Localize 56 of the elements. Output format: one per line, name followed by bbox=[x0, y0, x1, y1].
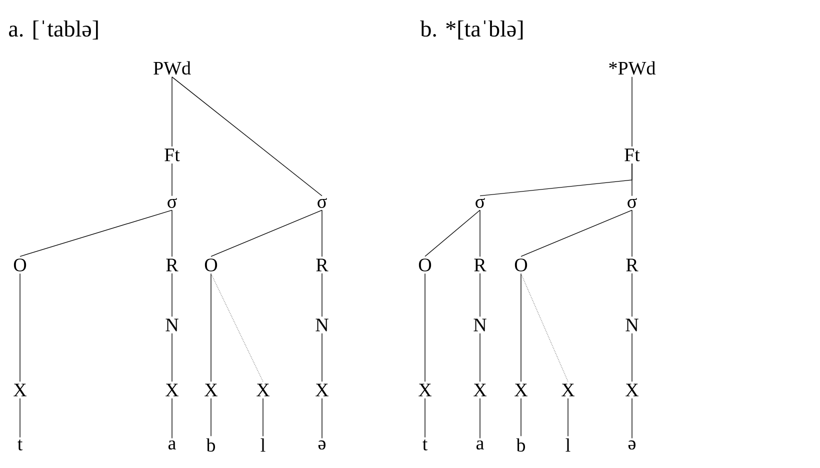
constituent-label: PWd bbox=[154, 61, 191, 75]
timing-slot-label: X bbox=[474, 384, 487, 396]
constituent-label: O bbox=[14, 258, 26, 272]
timing-slot-label: X bbox=[14, 384, 27, 396]
tree-branch bbox=[262, 398, 264, 437]
tree-branch bbox=[424, 273, 426, 382]
constituent-label: N bbox=[166, 318, 178, 332]
constituent-label: O bbox=[204, 258, 218, 272]
tree-branch bbox=[210, 210, 322, 257]
timing-slot-label: X bbox=[316, 384, 329, 396]
timing-slot-label: X bbox=[562, 384, 575, 396]
timing-slot-label: X bbox=[256, 384, 270, 396]
segment-label: t bbox=[422, 440, 428, 450]
tree-branch bbox=[210, 273, 212, 382]
constituent-label: σ bbox=[318, 198, 327, 208]
timing-slot-label: X bbox=[204, 384, 218, 396]
tree-branch bbox=[20, 210, 172, 257]
tree-branch bbox=[520, 398, 522, 436]
constituent-label: R bbox=[316, 258, 328, 272]
constituent-label: O bbox=[418, 258, 432, 272]
constituent-label: N bbox=[474, 318, 486, 332]
constituent-label: σ bbox=[168, 198, 177, 208]
tree-branch bbox=[172, 76, 322, 196]
tree-branch bbox=[520, 210, 632, 257]
constituent-label: σ bbox=[476, 198, 485, 208]
segment-label: ə bbox=[628, 440, 636, 450]
tree-branch bbox=[424, 210, 480, 257]
constituent-label: O bbox=[514, 258, 528, 272]
constituent-label: *PWd bbox=[609, 61, 656, 75]
constituent-label: R bbox=[166, 258, 178, 272]
constituent-label: N bbox=[626, 318, 638, 332]
segment-label: a bbox=[168, 440, 176, 450]
example-heading: b. *[taˈblə] bbox=[420, 20, 523, 40]
timing-slot-label: X bbox=[418, 384, 432, 396]
segment-label: l bbox=[566, 438, 570, 452]
constituent-label: R bbox=[626, 258, 638, 272]
constituent-label: Ft bbox=[624, 148, 640, 162]
tree-branch bbox=[210, 398, 212, 436]
segment-label: b bbox=[206, 438, 216, 452]
constituent-label: Ft bbox=[164, 148, 180, 162]
constituent-label: σ bbox=[628, 198, 637, 208]
constituent-label: R bbox=[474, 258, 486, 272]
segment-label: l bbox=[260, 438, 266, 452]
timing-slot-label: X bbox=[626, 384, 639, 396]
segment-label: a bbox=[476, 440, 484, 450]
tree-branch bbox=[210, 273, 264, 382]
segment-label: t bbox=[18, 440, 23, 450]
timing-slot-label: X bbox=[514, 384, 528, 396]
segment-label: b bbox=[516, 438, 526, 452]
tree-branch bbox=[520, 273, 568, 382]
constituent-label: N bbox=[316, 318, 328, 332]
example-heading: a. [ˈtablə] bbox=[9, 20, 98, 40]
segment-label: ə bbox=[318, 440, 326, 450]
tree-branch bbox=[424, 398, 426, 438]
timing-slot-label: X bbox=[166, 384, 179, 396]
tree-branch bbox=[520, 273, 522, 382]
